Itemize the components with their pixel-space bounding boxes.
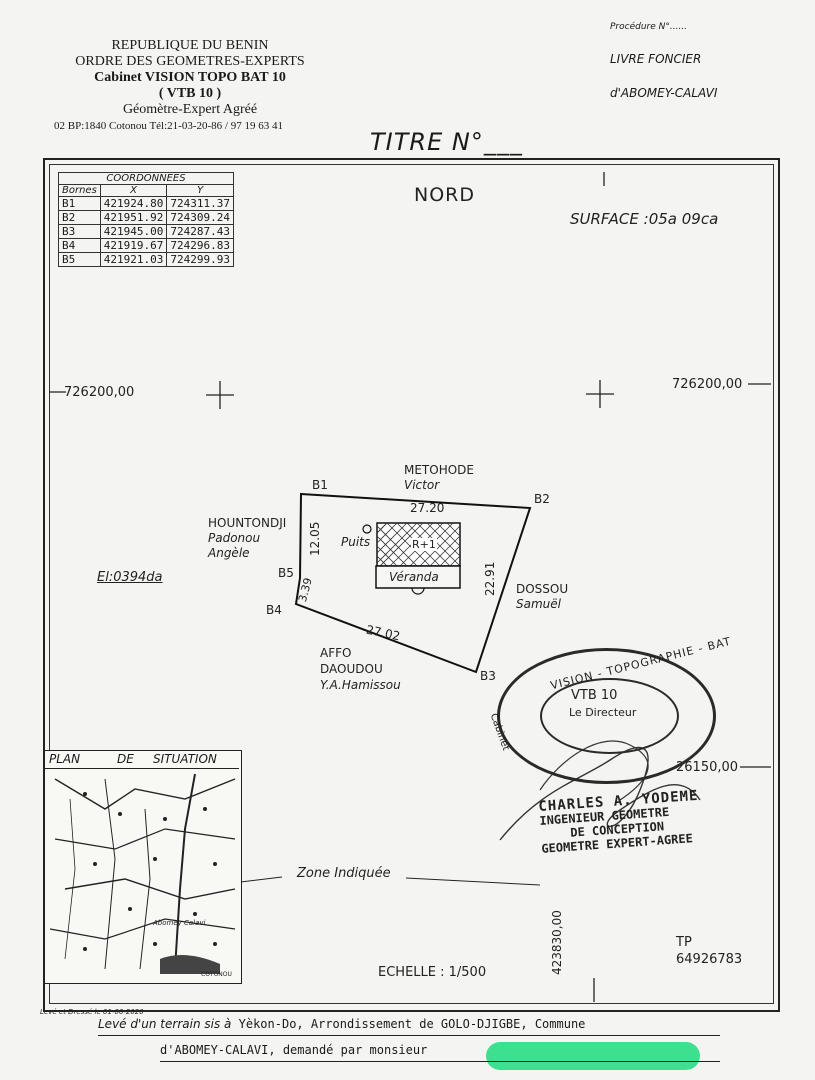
situation-title-3: SITUATION — [153, 752, 217, 766]
footer-line2: d'ABOMEY-CALAVI, demandé par monsieur — [160, 1043, 428, 1057]
borne-b5: B5 — [278, 566, 294, 580]
y-value: 724296.83 — [166, 238, 235, 253]
neighbor-west: HOUNTONDJI Padonou Angèle — [208, 516, 286, 561]
parcel-boundary — [294, 492, 532, 674]
tp-label: TP — [676, 935, 692, 950]
plan-inner-frame — [49, 164, 774, 1004]
header-cabinet: Cabinet VISION TOPO BAT 10 — [94, 70, 286, 85]
neighbor-south-firstname: Y.A.Hamissou — [320, 678, 401, 692]
situation-plan: PLAN DE SITUATION Abomey Calavi COTONOU — [44, 750, 242, 984]
distance-top: 27.20 — [410, 501, 445, 515]
borne-b3: B3 — [480, 669, 496, 683]
official-stamp-inner — [540, 678, 679, 754]
neighbor-south-surname2: DAOUDOU — [320, 662, 383, 676]
borne-label: B4 — [58, 238, 101, 253]
grid-ref-right2: 26150,00 — [676, 760, 739, 775]
header-contact: 02 BP:1840 Cotonou Tél:21-03-20-86 / 97 … — [54, 120, 283, 132]
borne-label: B5 — [58, 252, 101, 267]
borne-label: B3 — [58, 224, 101, 239]
signature-block: CHARLES A. YODEME INGENIEUR GEOMETRE DE … — [538, 788, 702, 856]
grid-cross-left — [206, 381, 234, 409]
land-registry-header: Procédure N°...... LIVRE FONCIER d'ABOME… — [610, 22, 717, 120]
borne-b4: B4 — [266, 603, 282, 617]
veranda-outline — [375, 565, 461, 589]
header-vtb: ( VTB 10 ) — [158, 86, 222, 101]
neighbor-north-surname: METOHODE — [404, 463, 475, 477]
distance-left: 12.05 — [308, 521, 322, 556]
neighbor-east-firstname: Samuël — [516, 597, 561, 611]
situation-title-1: PLAN — [49, 752, 81, 766]
x-value: 421919.67 — [99, 238, 168, 253]
survey-date: Levé et Dressé le 01-06-2020 — [40, 1008, 144, 1016]
neighbor-north-firstname: Victor — [404, 478, 440, 492]
y-value: 724309.24 — [166, 210, 235, 225]
situation-city1: Abomey Calavi — [153, 919, 206, 927]
building-label: R+1 — [411, 538, 437, 551]
footer-underline1 — [98, 1035, 720, 1036]
livre-foncier: LIVRE FONCIER — [610, 52, 702, 66]
registry-location: d'ABOMEY-CALAVI — [610, 86, 718, 100]
situation-title: PLAN DE SITUATION — [45, 751, 239, 769]
grid-ref-left: 726200,00 — [64, 385, 135, 400]
neighbor-west-firstname2: Angèle — [208, 546, 250, 560]
header-republic: REPUBLIQUE DU BENIN — [111, 38, 269, 53]
footer-line1: Levé d'un terrain sis à Yèkon-Do, Arrond… — [98, 1017, 585, 1031]
header-order: ORDRE DES GEOMETRES-EXPERTS — [75, 54, 305, 69]
well-label: Puits — [341, 535, 371, 549]
scale-label: ECHELLE : 1/500 — [378, 965, 487, 980]
distance-right: 22.91 — [483, 561, 497, 596]
grid-ref-right: 726200,00 — [672, 377, 743, 392]
procedure-number: Procédure N°...... — [610, 22, 688, 32]
redacted-name-highlight — [486, 1042, 700, 1070]
y-value: 724299.93 — [166, 252, 235, 267]
zone-indicated-label: Zone Indiquée — [297, 866, 391, 881]
footer-line1-italic: Levé d'un terrain sis à — [98, 1017, 232, 1031]
veranda-label: Véranda — [389, 570, 439, 584]
footer-underline2 — [160, 1061, 720, 1062]
tp-reference: TP 64926783 — [676, 934, 742, 968]
parcel-reference: El:0394da — [97, 570, 163, 585]
neighbor-north: METOHODE Victor — [404, 463, 474, 493]
situation-city2: COTONOU — [201, 971, 232, 978]
situation-title-2: DE — [117, 752, 134, 766]
plan-outer-frame — [43, 158, 780, 1012]
x-value: 421921.03 — [99, 252, 168, 267]
situation-map — [49, 773, 236, 974]
borne-b2: B2 — [534, 492, 550, 506]
well-symbol — [362, 524, 372, 534]
grid-cross-right — [586, 380, 614, 408]
neighbor-east: DOSSOU Samuël — [516, 582, 568, 612]
building-hatch — [376, 522, 461, 567]
veranda-step — [411, 587, 425, 595]
neighbor-south: AFFO DAOUDOU Y.A.Hamissou — [320, 645, 401, 693]
neighbor-west-surname: HOUNTONDJI — [208, 516, 287, 530]
official-stamp — [497, 648, 716, 784]
borne-b1: B1 — [312, 478, 328, 492]
zone-leader-line2 — [405, 877, 541, 886]
titre-number: TITRE N°___ — [370, 128, 523, 156]
tp-value: 64926783 — [676, 952, 743, 967]
neighbor-east-surname: DOSSOU — [516, 582, 569, 596]
issuer-header: REPUBLIQUE DU BENIN ORDRE DES GEOMETRES-… — [40, 38, 340, 134]
grid-ref-bottom: 423830,00 — [550, 910, 564, 975]
north-label: NORD — [414, 184, 475, 206]
stamp-role: Le Directeur — [569, 706, 637, 719]
stamp-center: VTB 10 — [571, 688, 618, 703]
y-value: 724311.37 — [166, 196, 235, 211]
header-role: Géomètre-Expert Agréé — [122, 102, 258, 117]
surface-label: SURFACE :05a 09ca — [570, 210, 719, 228]
footer-line1-rest: Yèkon-Do, Arrondissement de GOLO-DJIGBE,… — [238, 1017, 586, 1031]
y-value: 724287.43 — [166, 224, 235, 239]
neighbor-south-surname1: AFFO — [320, 646, 352, 660]
neighbor-west-firstname: Padonou — [208, 531, 261, 545]
